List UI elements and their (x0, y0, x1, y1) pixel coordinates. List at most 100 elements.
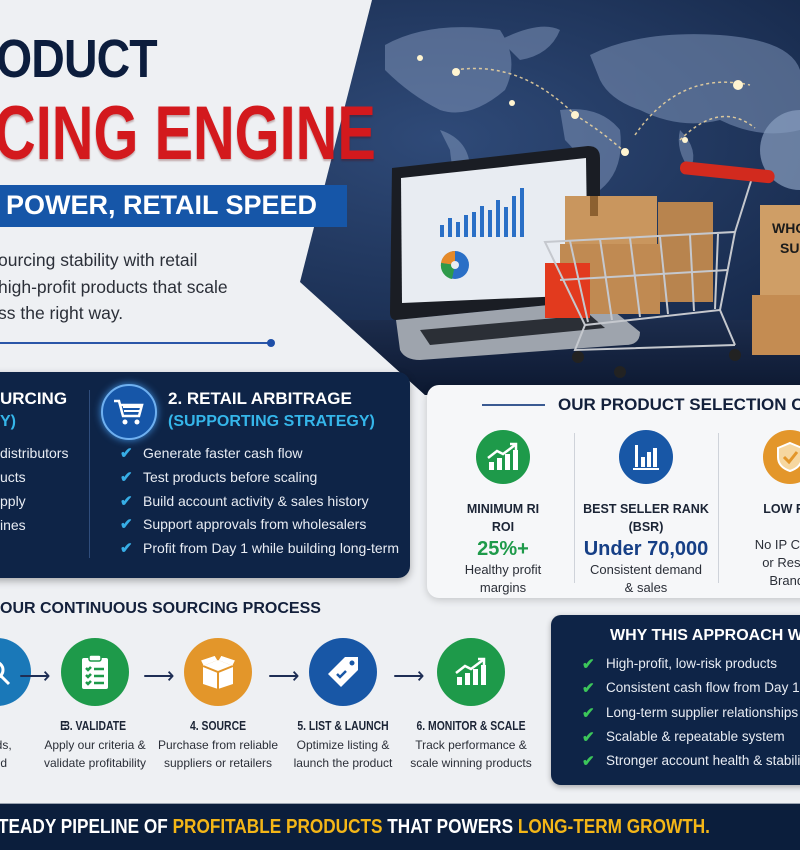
banner-highlight-1: PROFITABLE PRODUCTS (172, 816, 383, 838)
criteria-desc: margins (479, 580, 527, 595)
arrow-right-icon: ⟶ (19, 663, 51, 688)
strategy-2-item: Support approvals from wholesalers (143, 516, 367, 533)
criteria-title: LOW RIS (763, 502, 800, 516)
column-divider (574, 433, 575, 583)
why-item: Stronger account health & stability (606, 753, 800, 769)
arrow-right-icon: ⟶ (268, 663, 300, 688)
check-icon: ✔ (582, 656, 595, 673)
criteria-subtitle: ROI (491, 520, 515, 534)
box-icon (184, 638, 252, 706)
arrow-right-icon: ⟶ (143, 663, 175, 688)
shopping-cart-with-boxes: WHO SU (543, 161, 800, 378)
intro-line: ss the right way. (0, 303, 124, 323)
strategy-1-item: ucts (0, 469, 26, 485)
criteria-desc: No IP Comp (754, 537, 800, 552)
step-label: E (60, 718, 67, 733)
step-label: 5. LIST & LAUNCH (297, 718, 389, 733)
strategy-2-item: Generate faster cash flow (143, 445, 303, 461)
bar-chart-icon (619, 430, 673, 484)
why-item: High-profit, low-risk products (606, 656, 778, 671)
divider-line (0, 339, 275, 347)
criteria-value: Under 70,000 (583, 538, 709, 560)
strategy-2-title: 2. RETAIL ARBITRAGE (168, 389, 352, 408)
step-desc: validate profitability (43, 756, 147, 770)
strategy-1-title: URCING (0, 389, 68, 408)
check-icon: ✔ (120, 445, 133, 462)
tagline: POWER, RETAIL SPEED (6, 190, 318, 220)
check-icon: ✔ (582, 728, 595, 746)
criteria-desc: & sales (624, 580, 668, 595)
shield-icon (763, 430, 800, 484)
strategy-1-item: ines (0, 517, 26, 533)
globe (760, 110, 800, 190)
criteria-desc: Consistent demand (589, 562, 702, 577)
process-step: 4. SOURCE Purchase from reliable suppliers… (148, 638, 288, 772)
criteria-desc: Brands (769, 573, 800, 588)
bottom-banner: TEADY PIPELINE OF PROFITABLE PRODUCTS TH… (0, 803, 800, 850)
step-desc: Apply our criteria & (44, 738, 146, 752)
check-icon: ✔ (582, 704, 595, 722)
why-item: Long-term supplier relationships (606, 704, 799, 720)
hero-image: WHO SU (300, 0, 800, 395)
step-desc: Purchase from reliable (157, 738, 279, 752)
banner-text-1: TEADY PIPELINE OF (0, 816, 173, 838)
step-label: 3. VALIDATE (63, 718, 127, 733)
strategy-2-item: Profit from Day 1 while building long-te… (143, 540, 399, 557)
strategy-2-item: Build account activity & sales history (143, 492, 369, 509)
column-divider (718, 433, 719, 583)
tagline-banner: POWER, RETAIL SPEED (0, 185, 347, 227)
price-tag-icon (309, 638, 377, 706)
criteria-item: MINIMUM RI ROI 25%+ Healthy profit margins (433, 430, 573, 597)
intro-line: ourcing stability with retail (0, 250, 198, 270)
header-rule (482, 404, 545, 406)
why-item: Scalable & repeatable system (606, 728, 785, 744)
spacer (720, 518, 800, 536)
criteria-title: OUR PRODUCT SELECTION C (558, 395, 800, 414)
strategy-2-item: Test products before scaling (143, 468, 318, 485)
step-desc: Track performance & (415, 738, 527, 752)
selection-criteria-card (427, 385, 800, 598)
intro-paragraph: ourcing stability with retail high-profi… (0, 247, 228, 327)
process-step: 6. MONITOR & SCALE Track performance & sca… (401, 638, 541, 772)
criteria-subtitle: (BSR) (628, 520, 664, 534)
strategy-1-item: distributors (0, 445, 69, 461)
banner-highlight-2: LONG-TERM GROWTH. (517, 816, 710, 838)
clipboard-checklist-icon (61, 638, 129, 706)
step-label: 4. SOURCE (189, 718, 247, 733)
criteria-item: LOW RIS No IP Comp or RestricBrands (720, 430, 800, 590)
step-desc: launch the product (293, 756, 393, 770)
criteria-value: 25%+ (477, 538, 529, 560)
why-title: WHY THIS APPROACH WO (610, 627, 800, 644)
banner-text-2: THAT POWERS (382, 816, 518, 838)
title-line-1: ODUCT (0, 29, 158, 89)
process-step: Eends,and (0, 638, 67, 772)
criteria-desc: or Restric (762, 555, 800, 570)
criteria-desc: Healthy profit (464, 562, 542, 577)
why-card (551, 615, 800, 785)
step-desc: suppliers or retailers (163, 756, 273, 770)
why-item: Consistent cash flow from Day 1 (606, 680, 800, 696)
box-label-1: WHO (772, 220, 800, 236)
check-icon: ✔ (120, 492, 133, 510)
process-title: OUR CONTINUOUS SOURCING PROCESS (0, 600, 321, 617)
process-step: 3. VALIDATE Apply our criteria & validate … (25, 638, 165, 772)
shopping-cart-icon (101, 384, 157, 440)
step-desc: ends, (0, 738, 12, 752)
title-line-2: CING ENGINE (0, 91, 376, 176)
card-divider (89, 390, 90, 558)
strategy-card (0, 372, 410, 578)
arrow-right-icon: ⟶ (393, 663, 425, 688)
criteria-title: MINIMUM RI (466, 502, 540, 516)
check-icon: ✔ (582, 680, 595, 698)
check-icon: ✔ (582, 753, 595, 771)
check-icon: ✔ (120, 540, 133, 558)
check-icon: ✔ (120, 516, 133, 534)
step-label: 6. MONITOR & SCALE (416, 718, 526, 733)
check-icon: ✔ (120, 468, 133, 486)
banner-text: TEADY PIPELINE OF PROFITABLE PRODUCTS TH… (0, 816, 710, 839)
step-desc: scale winning products (410, 756, 532, 770)
growth-chart-icon (437, 638, 505, 706)
step-desc: Optimize listing & (296, 738, 390, 752)
intro-line: high-profit products that scale (0, 276, 228, 297)
